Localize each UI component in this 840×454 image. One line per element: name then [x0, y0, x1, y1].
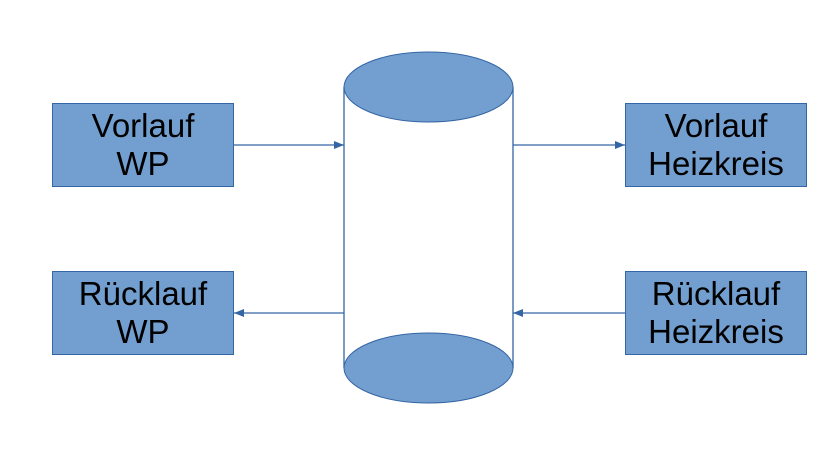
- box-ruecklauf-wp: Rücklauf WP: [52, 271, 234, 355]
- box-ruecklauf-heizkreis: Rücklauf Heizkreis: [625, 271, 807, 355]
- box-vorlauf-heizkreis: Vorlauf Heizkreis: [625, 103, 807, 187]
- box-vorlauf-wp: Vorlauf WP: [52, 103, 234, 187]
- box-label-line2: Heizkreis: [648, 313, 784, 350]
- tank-top: [343, 51, 514, 123]
- box-label-line2: Heizkreis: [648, 145, 784, 182]
- tank-body: [344, 87, 513, 368]
- storage-tank: [343, 51, 514, 404]
- box-label-line1: Vorlauf: [664, 107, 768, 144]
- box-label-line1: Rücklauf: [651, 275, 781, 312]
- box-label-line1: Rücklauf: [78, 275, 208, 312]
- box-label-line2: WP: [116, 145, 170, 182]
- box-label-line1: Vorlauf: [91, 107, 195, 144]
- tank-bottom: [343, 332, 514, 404]
- box-label-line2: WP: [116, 313, 170, 350]
